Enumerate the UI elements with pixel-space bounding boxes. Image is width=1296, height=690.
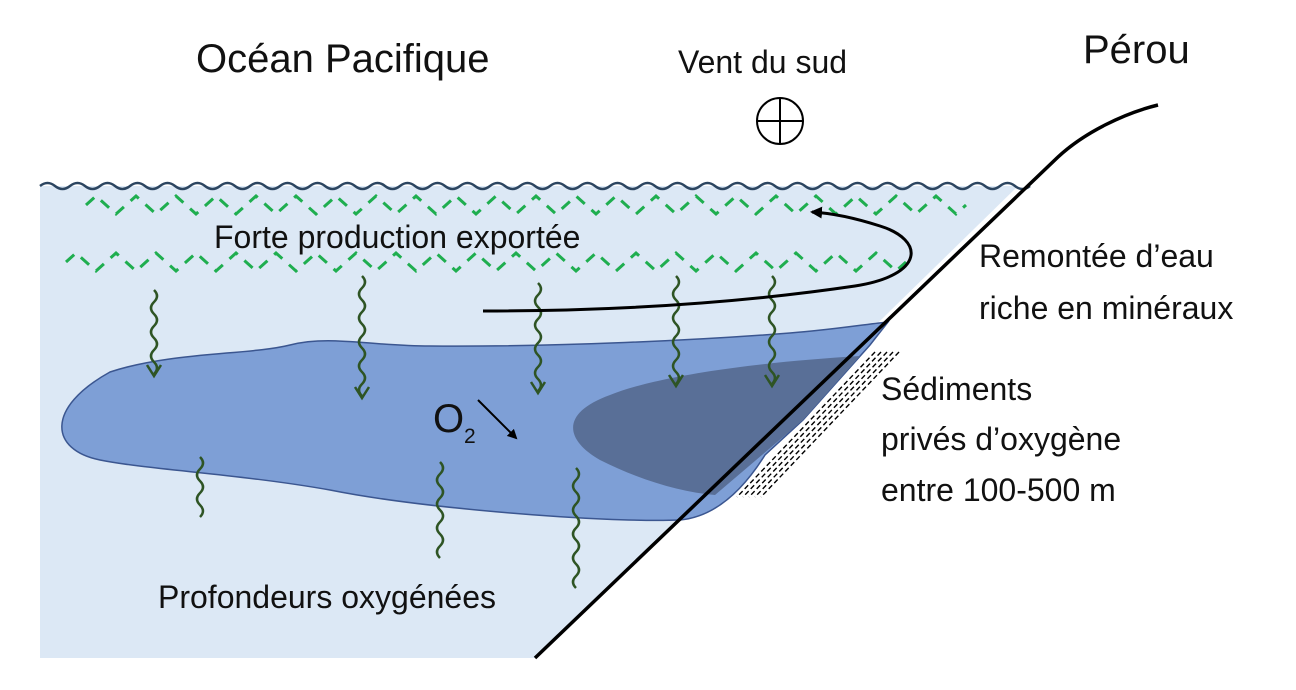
upwelling-label-1: Remontée d’eau: [979, 238, 1214, 274]
sediment-line: [760, 351, 900, 498]
sediments-label-3: entre 100-500 m: [881, 472, 1116, 508]
particle-arrowhead-icon: [145, 364, 163, 379]
oxygen-symbol: O: [433, 397, 464, 441]
sinking-particle-icon: [357, 275, 367, 397]
particle-arrowhead-icon: [763, 374, 781, 389]
deep-water-label: Profondeurs oxygénées: [158, 579, 496, 615]
sinking-particle-icon: [195, 456, 205, 518]
particle-arrowhead-icon: [529, 381, 547, 396]
sinking-particle-icon: [571, 467, 581, 589]
anoxic-core: [573, 356, 860, 495]
sediment-line: [742, 351, 882, 498]
sinking-particles: [145, 275, 781, 589]
upwelling-label-2: riche en minéraux: [979, 290, 1233, 326]
sinking-particle-icon: [671, 275, 681, 385]
sediments-label-1: Sédiments: [881, 371, 1032, 407]
particle-arrowhead-icon: [353, 386, 371, 401]
sinking-particle-icon: [767, 275, 777, 385]
wind-label: Vent du sud: [678, 44, 847, 80]
ocean-label: Océan Pacifique: [196, 37, 490, 81]
sediment-layer: [736, 351, 900, 498]
particle-arrowhead-icon: [667, 374, 685, 389]
sediment-line: [754, 351, 894, 498]
country-label: Pérou: [1083, 28, 1190, 72]
south-wind-icon: [756, 97, 804, 145]
production-label: Forte production exportée: [214, 219, 580, 255]
ocean-surface-wave: [39, 181, 1031, 191]
oxygen-subscript: 2: [464, 425, 476, 448]
oxygen-arrow: [477, 399, 518, 440]
sinking-particle-icon: [435, 461, 445, 559]
upwelling-arrow: [482, 206, 913, 313]
sediments-label-2: privés d’oxygène: [881, 421, 1121, 457]
peru-coastline: [533, 103, 1159, 660]
plankton-row: [64, 250, 908, 274]
sinking-particle-icon: [149, 289, 159, 375]
sediment-line: [748, 351, 888, 498]
sinking-particle-icon: [533, 282, 543, 392]
plankton-row: [84, 193, 968, 217]
surface-plankton: [64, 193, 968, 274]
sediment-line: [736, 351, 876, 498]
